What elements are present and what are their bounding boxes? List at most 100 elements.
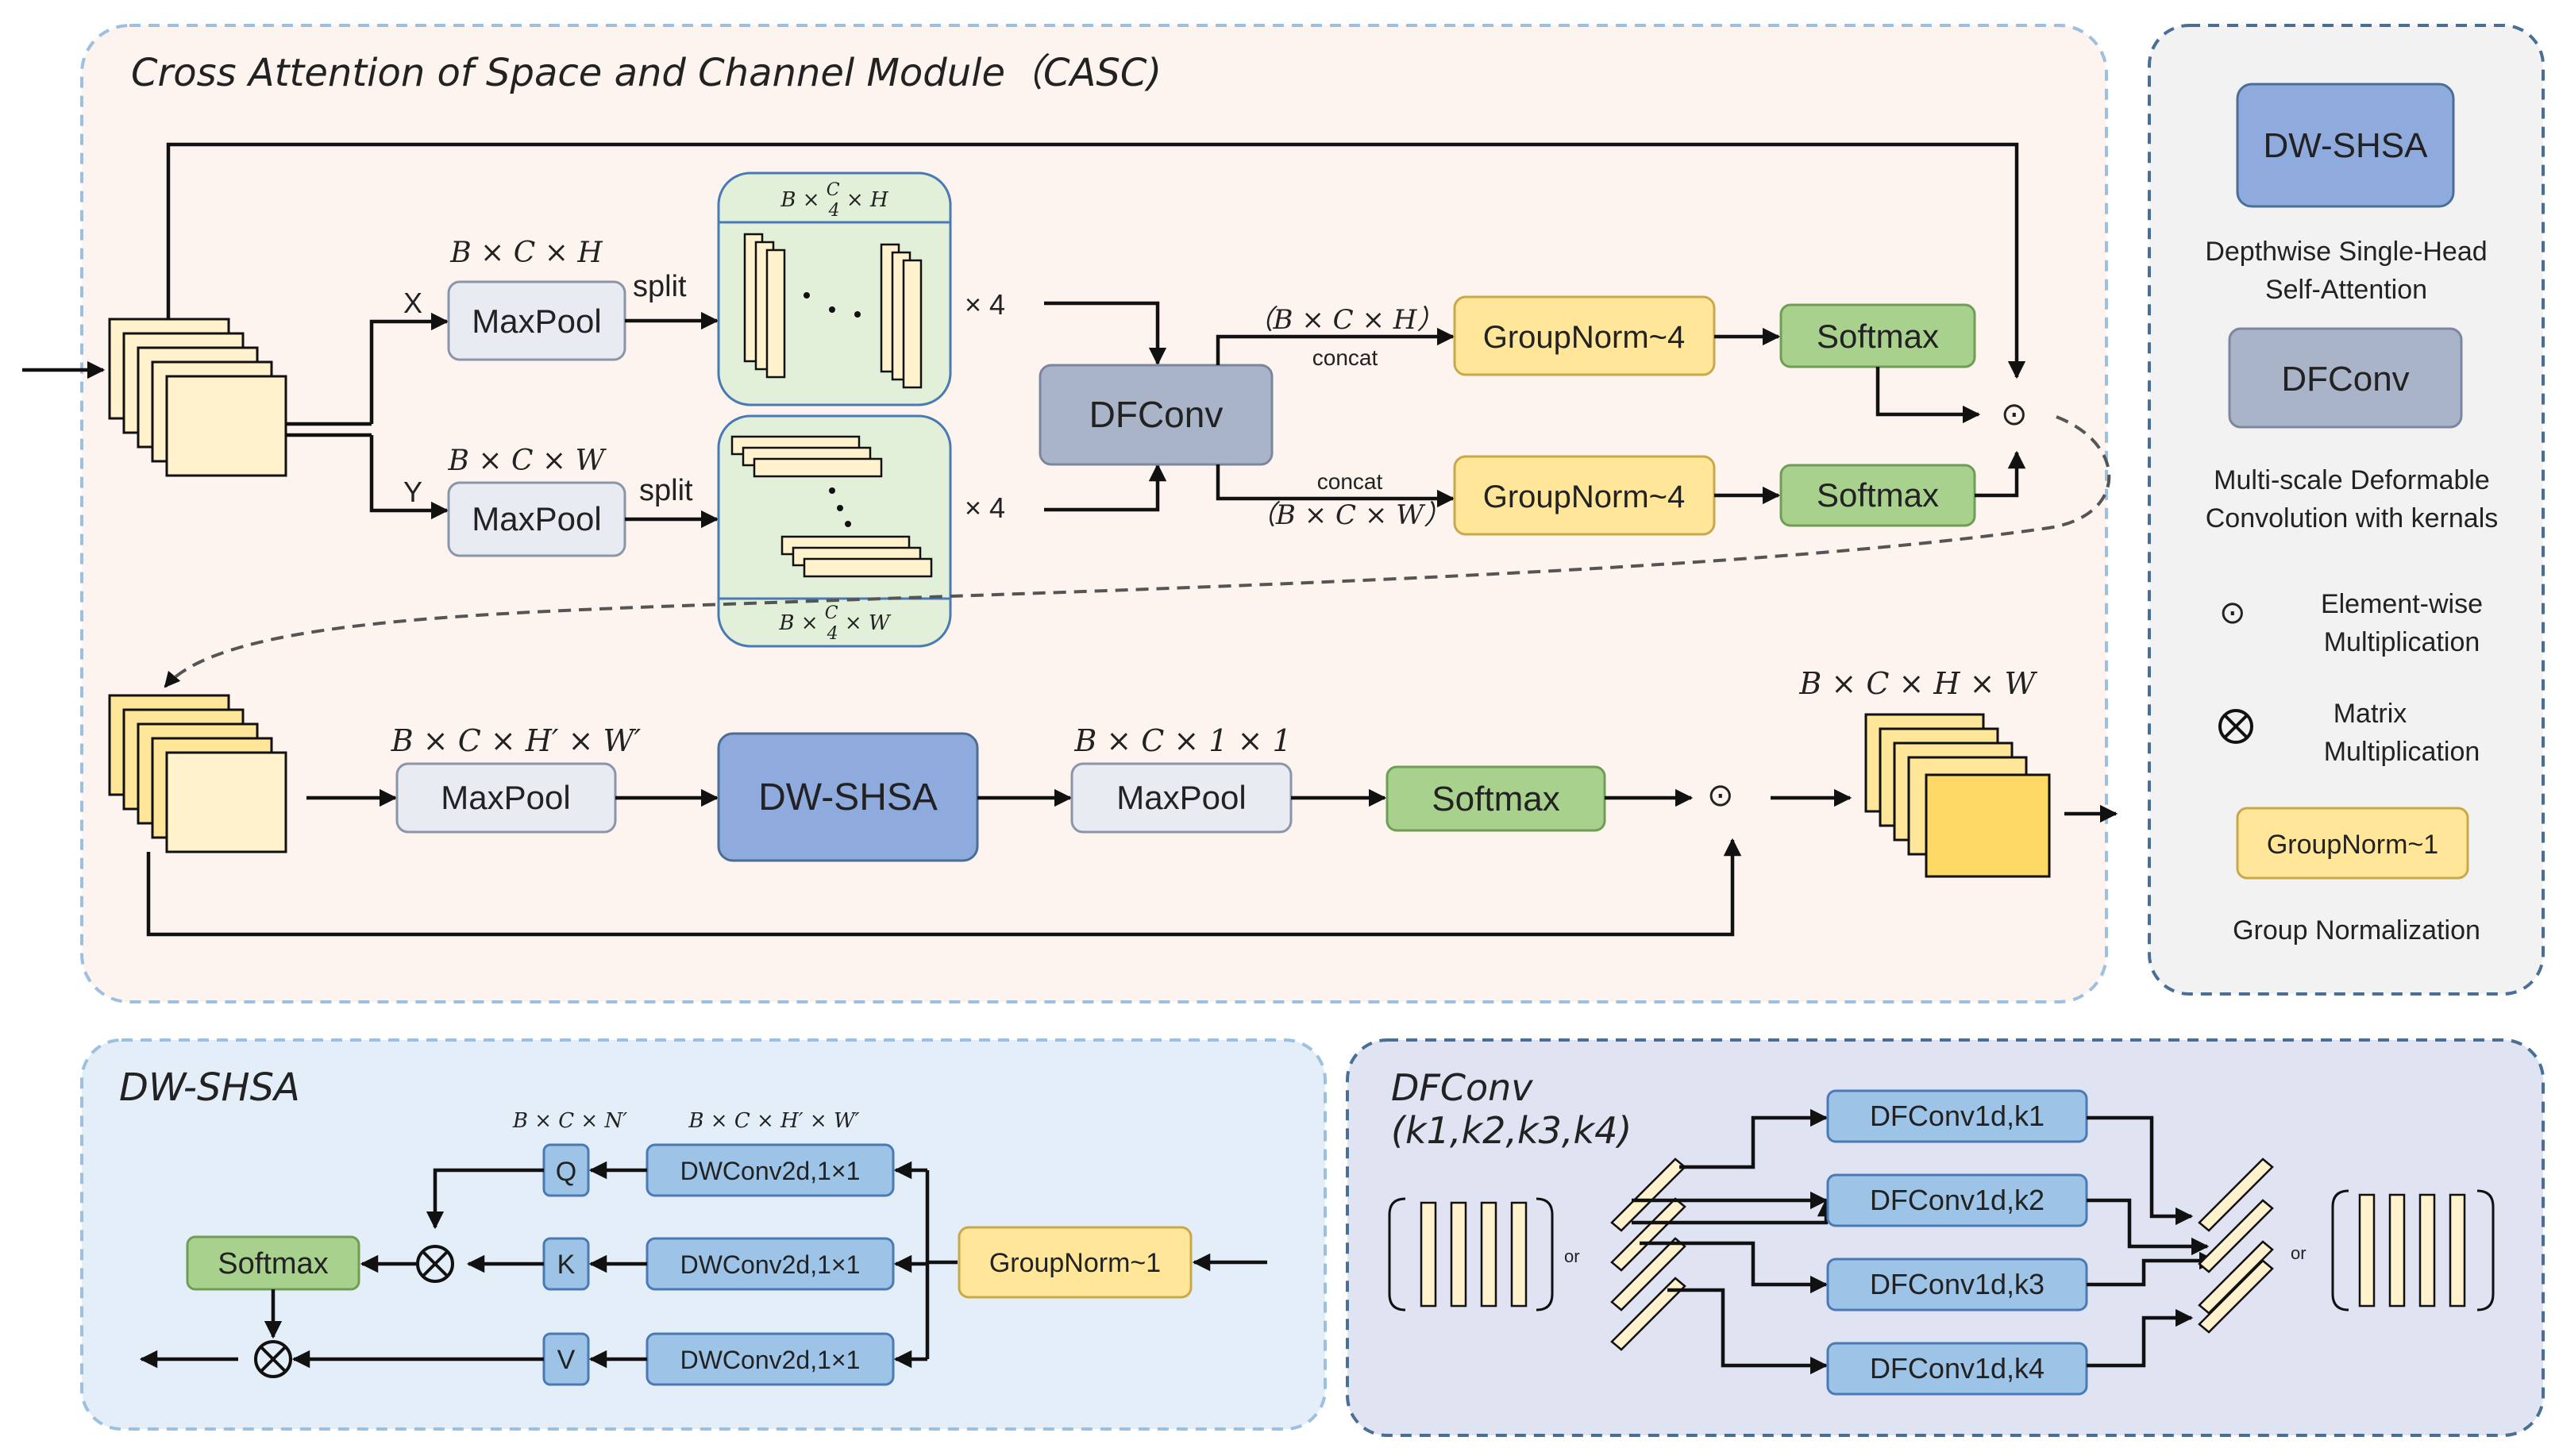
dwshsa-panel: [80, 1038, 1327, 1431]
dfconv-branch-k1: DFConv1d,k1: [1826, 1089, 2088, 1143]
legend-groupnorm: GroupNorm~1: [2236, 807, 2469, 880]
svg-text:DWConv2d,1×1: DWConv2d,1×1: [680, 1346, 861, 1374]
svg-text:GroupNorm~4: GroupNorm~4: [1483, 320, 1686, 355]
svg-text:DFConv1d,k4: DFConv1d,k4: [1870, 1352, 2045, 1385]
dfconv-block: DFConv: [1039, 364, 1274, 466]
mid-feature-maps: [108, 694, 287, 853]
legend-otimes-desc-1: Matrix: [2334, 699, 2407, 729]
legend-dwshsa-desc-2: Self-Attention: [2265, 275, 2427, 305]
svg-text:DW-SHSA: DW-SHSA: [758, 776, 938, 819]
dfconv-branch-k2: DFConv1d,k2: [1826, 1173, 2088, 1227]
svg-text:DFConv1d,k2: DFConv1d,k2: [1870, 1184, 2045, 1216]
svg-text:GroupNorm~4: GroupNorm~4: [1483, 480, 1686, 514]
dim-bcw: B × C × W: [447, 445, 607, 477]
legend-dfconv: DFConv: [2228, 327, 2463, 429]
softmax-top: Softmax: [1779, 303, 1976, 368]
dwshsa-panel-title: DW-SHSA: [119, 1065, 300, 1110]
dwshsa-dim-hw: B × C × H′ × W′: [688, 1109, 859, 1133]
svg-text:MaxPool: MaxPool: [472, 302, 601, 340]
svg-text:K: K: [557, 1250, 576, 1280]
concat-label-top: concat: [1312, 345, 1378, 370]
softmax-panel: Softmax: [186, 1235, 360, 1291]
legend-dfconv-desc-2: Convolution with kernals: [2206, 503, 2499, 533]
groupnorm-panel: GroupNorm~1: [958, 1226, 1193, 1299]
dfconv-output-vertical: [2331, 1189, 2495, 1312]
legend-odot-desc-1: Element-wise: [2321, 589, 2483, 619]
dw-shsa-block: DW-SHSA: [717, 732, 979, 862]
legend-dwshsa-desc-1: Depthwise Single-Head: [2205, 237, 2487, 267]
times4-top: × 4: [965, 288, 1005, 321]
maxpool-lower-1: MaxPool: [395, 762, 617, 834]
legend-panel: [2148, 24, 2545, 996]
svg-text:MaxPool: MaxPool: [472, 500, 601, 537]
svg-text:GroupNorm~1: GroupNorm~1: [2267, 830, 2438, 860]
dwshsa-dim-n: B × C × N′: [512, 1109, 627, 1133]
softmax-lower: Softmax: [1385, 765, 1606, 832]
casc-panel: [80, 24, 2108, 1003]
dfconv-output-diagonal: [2198, 1157, 2274, 1334]
svg-text:DFConv1d,k1: DFConv1d,k1: [1870, 1100, 2045, 1132]
dfconv-branch-k4: DFConv1d,k4: [1826, 1342, 2088, 1396]
k-box: K: [542, 1237, 590, 1291]
groupnorm-bottom: GroupNorm~4: [1453, 455, 1716, 536]
svg-text:DW-SHSA: DW-SHSA: [2264, 126, 2429, 165]
dfconv-panel-title-1: DFConv: [1391, 1066, 1533, 1109]
v-box: V: [542, 1332, 590, 1386]
svg-text:Softmax: Softmax: [1817, 476, 1939, 514]
y-label: Y: [403, 476, 422, 508]
svg-text:GroupNorm~1: GroupNorm~1: [989, 1248, 1161, 1278]
casc-title: Cross Attention of Space and Channel Mod…: [131, 51, 1162, 95]
concat-label-bottom: concat: [1317, 469, 1383, 494]
dfconv-branch-k3: DFConv1d,k3: [1826, 1258, 2088, 1312]
maxpool-y: MaxPool: [447, 481, 626, 557]
dim-hw-prime: B × C × H′ × W′: [391, 723, 642, 758]
times4-bottom: × 4: [965, 491, 1005, 524]
dim-out: B × C × H × W: [1798, 666, 2037, 701]
concat-w-dim: （B × C × W）: [1249, 499, 1451, 531]
legend-odot-symbol: ⊙: [2219, 595, 2246, 630]
odot-top: ⊙: [2001, 397, 2028, 432]
otimes-qk: [416, 1245, 454, 1283]
softmax-bottom: Softmax: [1779, 464, 1976, 527]
svg-text:DWConv2d,1×1: DWConv2d,1×1: [680, 1250, 861, 1279]
dfconv-panel: [1346, 1038, 2545, 1437]
odot-lower: ⊙: [1707, 778, 1734, 813]
otimes-v: [254, 1340, 292, 1378]
dwconv-q: DWConv2d,1×1: [646, 1143, 895, 1197]
dwconv-v: DWConv2d,1×1: [646, 1332, 895, 1386]
output-feature-maps: [1864, 713, 2051, 878]
dfconv-or-right: or: [2291, 1243, 2307, 1263]
svg-text:Softmax: Softmax: [1432, 780, 1559, 819]
dfconv-input-vertical: [1388, 1197, 1554, 1312]
legend-groupnorm-desc: Group Normalization: [2233, 915, 2480, 946]
legend-otimes-symbol: [2218, 709, 2253, 744]
svg-text:DWConv2d,1×1: DWConv2d,1×1: [680, 1157, 861, 1185]
x-label: X: [403, 287, 422, 319]
split-label-x: split: [633, 270, 687, 303]
svg-text:Q: Q: [556, 1157, 576, 1187]
svg-text:DFConv: DFConv: [2281, 360, 2409, 399]
svg-text:DFConv1d,k3: DFConv1d,k3: [1870, 1268, 2045, 1300]
concat-h-dim: （B × C × H）: [1247, 304, 1444, 336]
dfconv-panel-title-2: (k1,k2,k3,k4): [1391, 1109, 1632, 1152]
legend-dfconv-desc-1: Multi-scale Deformable: [2214, 465, 2490, 495]
dashed-flow-curve: [164, 415, 2111, 688]
q-box: Q: [542, 1143, 590, 1197]
dfconv-or-left: or: [1564, 1246, 1580, 1266]
legend-otimes-desc-2: Multiplication: [2324, 737, 2480, 767]
svg-text:Softmax: Softmax: [1817, 318, 1939, 355]
svg-text:Softmax: Softmax: [218, 1247, 328, 1281]
legend-dwshsa: DW-SHSA: [2236, 83, 2455, 208]
input-feature-maps: [108, 318, 287, 477]
svg-text:DFConv: DFConv: [1089, 394, 1224, 435]
svg-text:MaxPool: MaxPool: [441, 779, 570, 816]
dfconv-input-diagonal: [1610, 1157, 1686, 1351]
maxpool-x: MaxPool: [447, 280, 626, 361]
dim-bch: B × C × H: [449, 237, 603, 269]
maxpool-lower-2: MaxPool: [1070, 762, 1293, 834]
svg-text:MaxPool: MaxPool: [1116, 779, 1246, 816]
svg-text:V: V: [557, 1345, 576, 1375]
